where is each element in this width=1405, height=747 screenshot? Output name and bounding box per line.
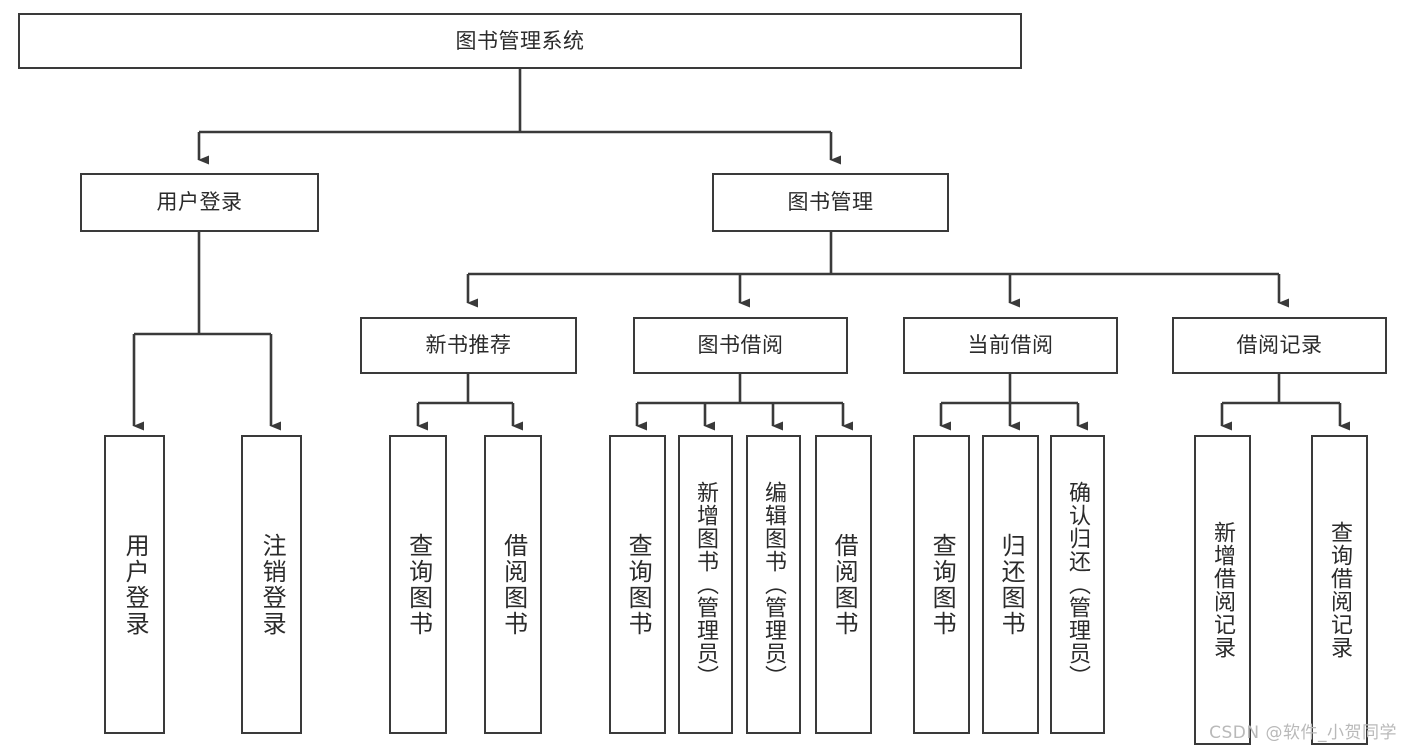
node-label: 图书管理 <box>787 190 874 215</box>
node-label: 查询图书 <box>404 532 433 637</box>
csdn-watermark: CSDN @软件_小贺同学 <box>1209 723 1397 743</box>
node-label: 查询借阅记录 <box>1327 521 1353 659</box>
node-label: 新增图书（管理员） <box>693 481 719 688</box>
node-leaf-confirm-return-admin[interactable]: 确认归还（管理员） <box>1050 435 1105 734</box>
node-label: 图书借阅 <box>697 333 784 358</box>
node-label: 注销登录 <box>258 532 287 637</box>
node-label: 查询图书 <box>928 532 957 637</box>
node-label: 新增借阅记录 <box>1210 521 1236 659</box>
node-new-book-recommend[interactable]: 新书推荐 <box>360 317 577 374</box>
node-leaf-logout[interactable]: 注销登录 <box>241 435 302 734</box>
node-leaf-borrow-book-borrow[interactable]: 借阅图书 <box>815 435 872 734</box>
node-label: 查询图书 <box>624 532 653 637</box>
node-leaf-borrow-book-newbook[interactable]: 借阅图书 <box>484 435 542 734</box>
node-user-login[interactable]: 用户登录 <box>80 173 319 232</box>
node-label: 借阅图书 <box>499 532 528 637</box>
node-leaf-query-book-newbook[interactable]: 查询图书 <box>389 435 447 734</box>
node-borrow-record[interactable]: 借阅记录 <box>1172 317 1387 374</box>
node-label: 归还图书 <box>997 532 1026 637</box>
node-leaf-query-book-borrow[interactable]: 查询图书 <box>609 435 666 734</box>
node-book-management[interactable]: 图书管理 <box>712 173 949 232</box>
node-leaf-return-book[interactable]: 归还图书 <box>982 435 1039 734</box>
node-label: 用户登录 <box>121 532 150 637</box>
node-label: 借阅图书 <box>830 532 859 637</box>
node-current-borrow[interactable]: 当前借阅 <box>903 317 1118 374</box>
node-leaf-user-login[interactable]: 用户登录 <box>104 435 165 734</box>
node-label: 新书推荐 <box>425 333 512 358</box>
node-leaf-query-borrow-record[interactable]: 查询借阅记录 <box>1311 435 1368 745</box>
node-label: 编辑图书（管理员） <box>761 481 787 688</box>
node-label: 当前借阅 <box>967 333 1054 358</box>
node-leaf-add-borrow-record[interactable]: 新增借阅记录 <box>1194 435 1251 745</box>
node-label: 借阅记录 <box>1236 333 1323 358</box>
node-label: 确认归还（管理员） <box>1065 481 1091 688</box>
node-root-library-system[interactable]: 图书管理系统 <box>18 13 1022 69</box>
node-leaf-edit-book-admin[interactable]: 编辑图书（管理员） <box>746 435 801 734</box>
node-leaf-query-book-current[interactable]: 查询图书 <box>913 435 970 734</box>
node-label: 图书管理系统 <box>455 28 585 53</box>
node-leaf-add-book-admin[interactable]: 新增图书（管理员） <box>678 435 733 734</box>
node-label: 用户登录 <box>156 190 243 215</box>
node-book-borrow[interactable]: 图书借阅 <box>633 317 848 374</box>
